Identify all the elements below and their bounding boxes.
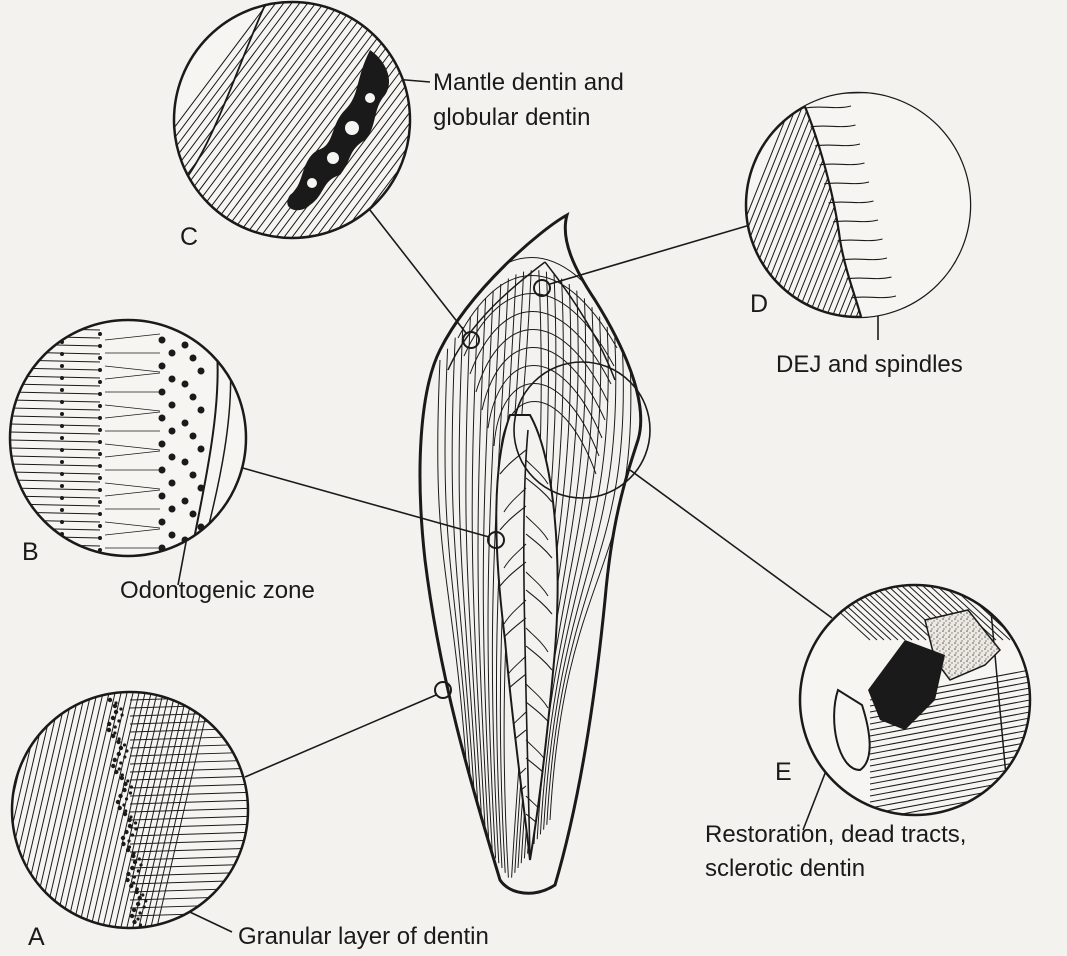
- detail-circle-a: [0, 680, 260, 940]
- detail-circle-e: [800, 585, 1067, 826]
- letter-c: C: [180, 223, 198, 251]
- caption-c-line-1: Mantle dentin and: [433, 69, 624, 96]
- caption-a: Granular layer of dentin: [238, 923, 489, 950]
- caption-d: DEJ and spindles: [776, 351, 963, 378]
- detail-circle-b: [10, 320, 246, 570]
- letter-a: A: [28, 923, 45, 951]
- caption-b: Odontogenic zone: [120, 577, 315, 604]
- detail-circle-d: [705, 90, 987, 320]
- caption-c-line-2: globular dentin: [433, 104, 590, 131]
- label-a: A Granular layer of dentin: [28, 923, 489, 951]
- letter-b: B: [22, 538, 39, 566]
- letter-e: E: [775, 758, 792, 786]
- tooth-drawing: [420, 215, 650, 893]
- caption-e-line-1: Restoration, dead tracts,: [705, 821, 966, 848]
- letter-d: D: [750, 290, 768, 318]
- caption-e-line-2: sclerotic dentin: [705, 855, 865, 882]
